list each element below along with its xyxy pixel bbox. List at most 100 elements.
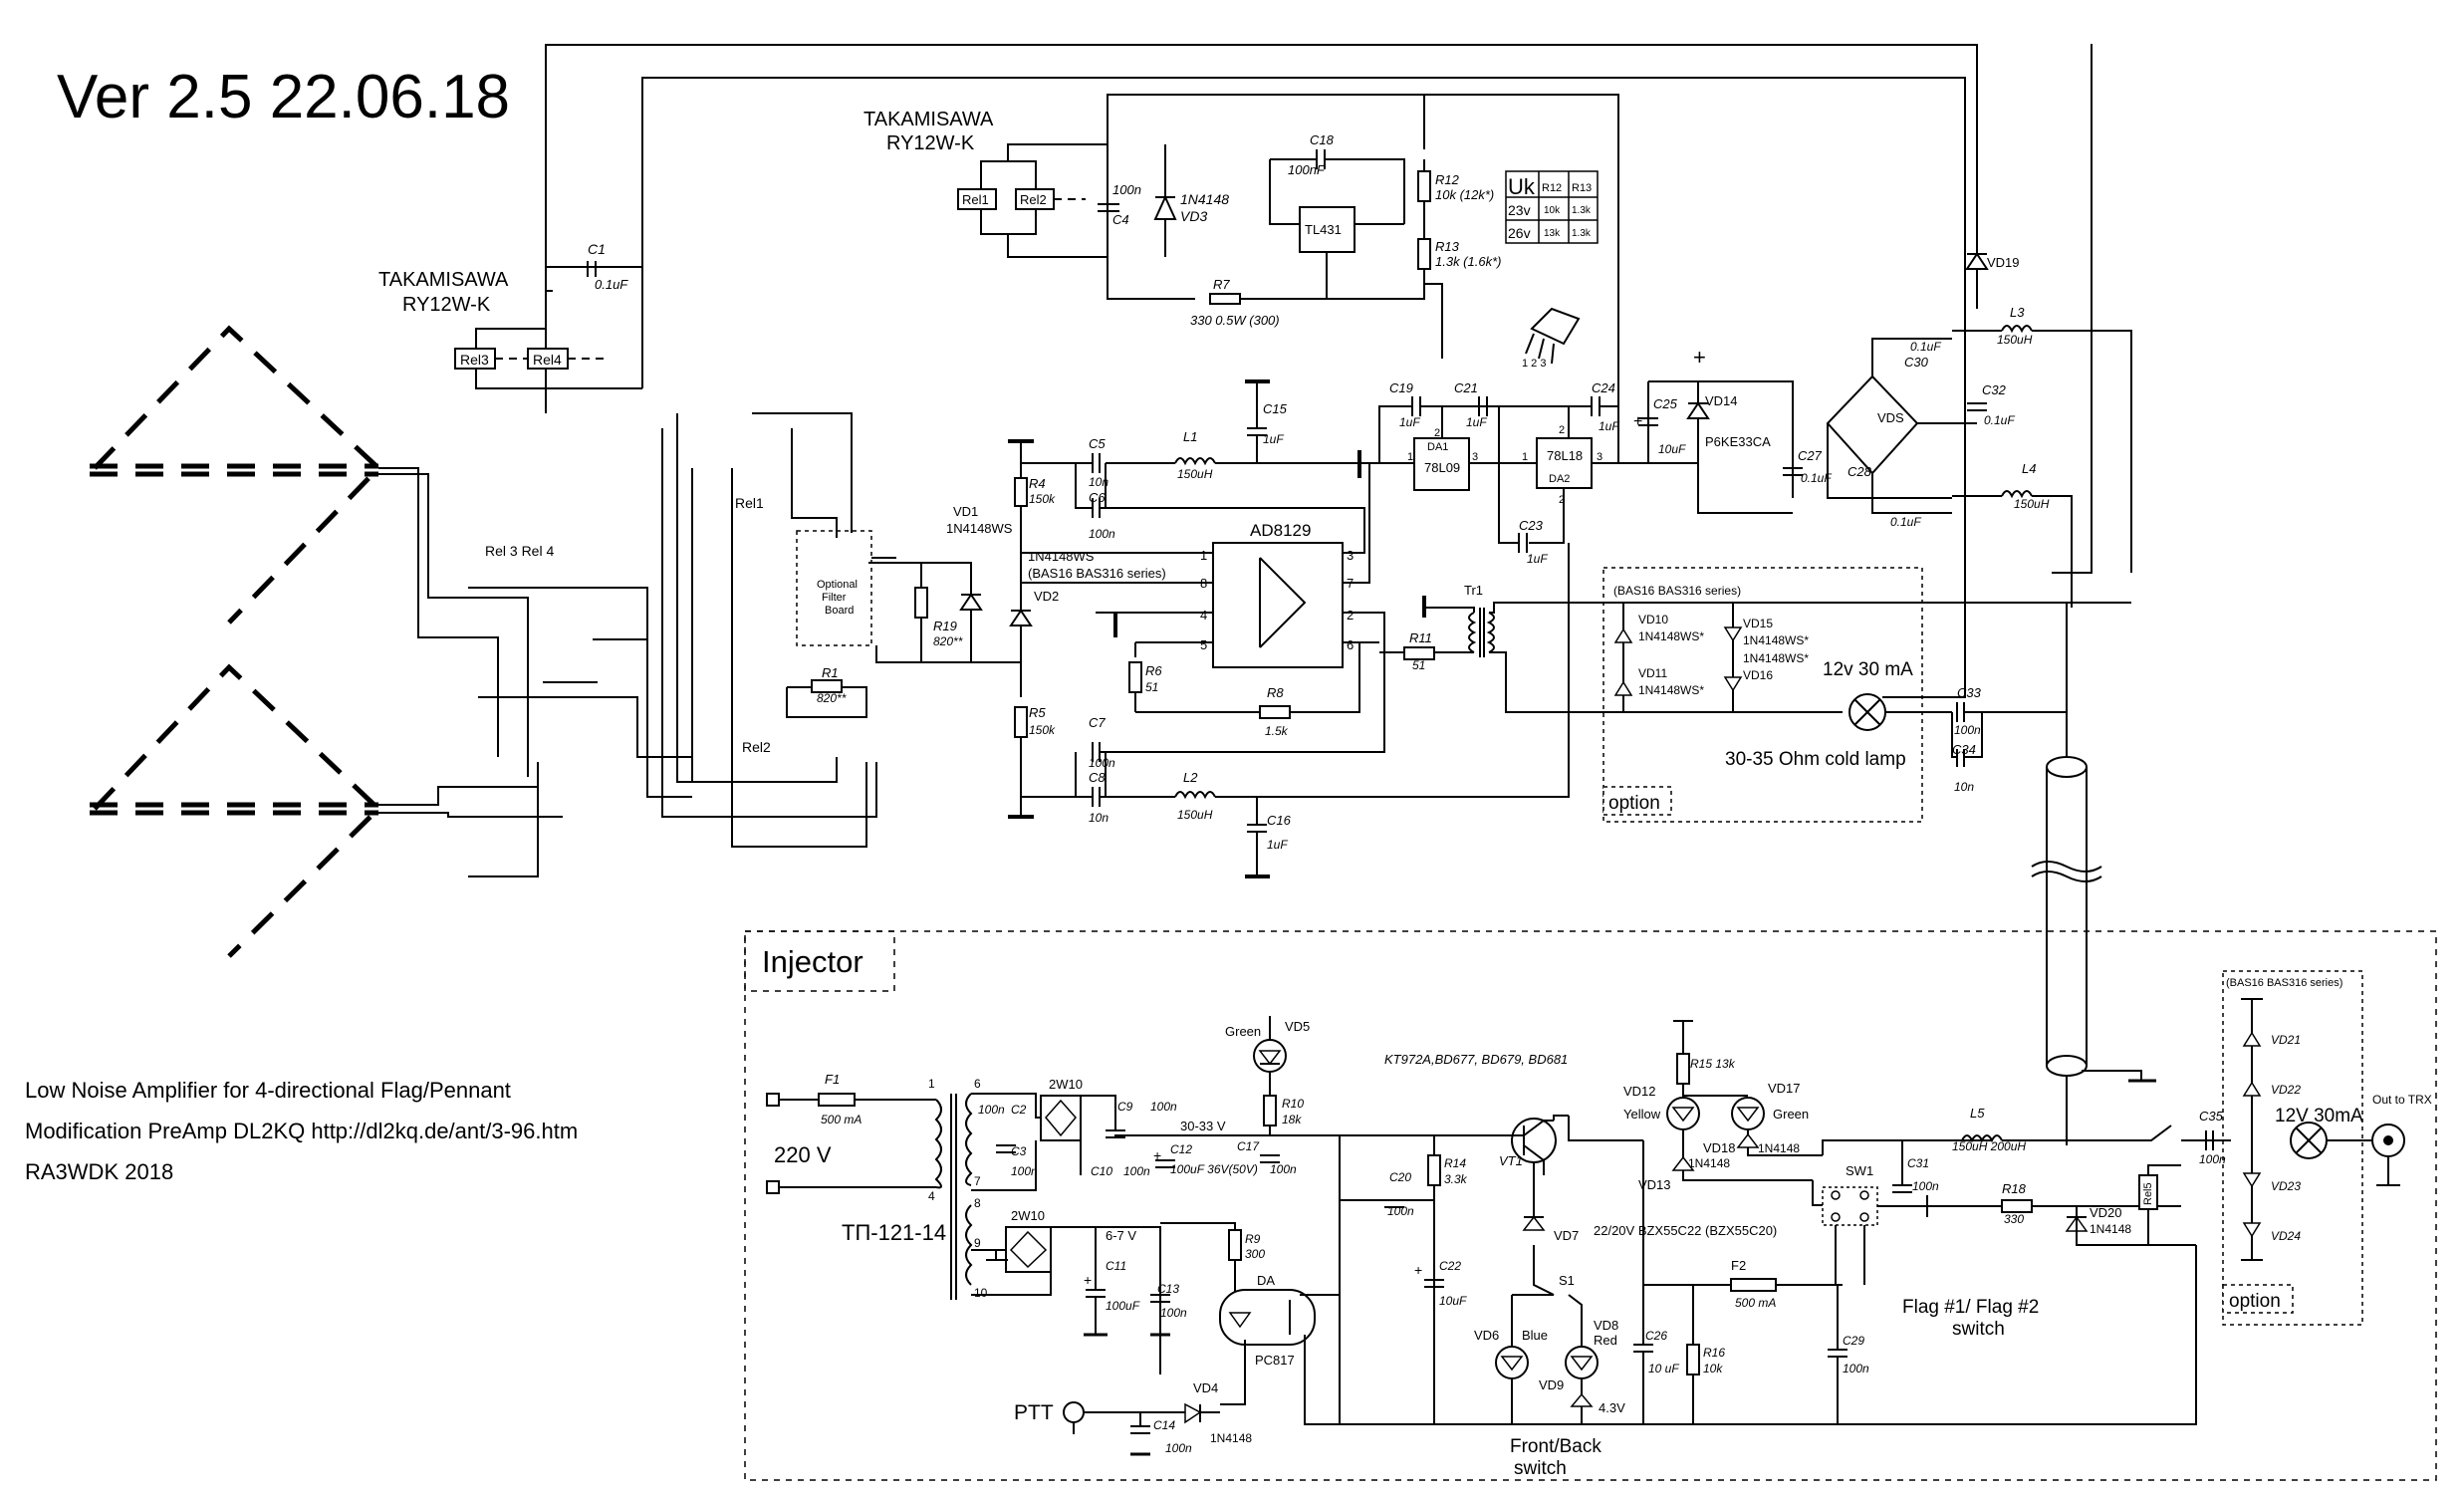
opamp-ad8129: AD8129 1 8 4 5 3 7 2 6 — [1021, 463, 1385, 753]
svg-text:9: 9 — [974, 1236, 981, 1250]
svg-text:2: 2 — [1559, 494, 1565, 506]
svg-text:22/20V BZX55C22 (BZX55C20): 22/20V BZX55C22 (BZX55C20) — [1594, 1223, 1777, 1238]
transformer-tr1: Tr1 — [1422, 583, 2131, 713]
svg-text:6: 6 — [974, 1077, 981, 1091]
svg-text:Optional: Optional — [817, 579, 858, 591]
svg-text:2W10: 2W10 — [1049, 1077, 1083, 1092]
svg-text:1N4148WS: 1N4148WS — [946, 521, 1013, 536]
svg-text:S1: S1 — [1559, 1273, 1575, 1288]
svg-text:1N4148WS*: 1N4148WS* — [1638, 683, 1704, 697]
svg-text:2: 2 — [1559, 424, 1565, 436]
svg-text:option: option — [2229, 1291, 2281, 1312]
svg-text:3: 3 — [1472, 451, 1478, 463]
svg-text:1: 1 — [1407, 451, 1413, 463]
svg-text:3: 3 — [1347, 548, 1354, 563]
description: Low Noise Amplifier for 4-directional Fl… — [25, 1078, 578, 1184]
svg-text:VD5: VD5 — [1285, 1019, 1310, 1034]
svg-text:VD4: VD4 — [1193, 1380, 1218, 1395]
svg-text:10k: 10k — [1703, 1362, 1723, 1375]
svg-text:Tr1: Tr1 — [1464, 583, 1483, 598]
uk-table-head-1: R12 — [1542, 182, 1562, 194]
svg-text:R13: R13 — [1435, 239, 1460, 254]
svg-text:1: 1 — [1200, 548, 1207, 563]
svg-text:100n: 100n — [1112, 182, 1141, 197]
capacitor-c21: C21 1uF — [1454, 380, 1500, 463]
resistor-r13: R13 1.3k (1.6k*) — [1417, 238, 1501, 270]
svg-text:6-7 V: 6-7 V — [1106, 1228, 1136, 1243]
svg-text:VD16: VD16 — [1743, 668, 1773, 682]
svg-text:C25: C25 — [1653, 396, 1678, 411]
antenna-bottom — [90, 663, 382, 958]
svg-text:100nF: 100nF — [1288, 162, 1326, 177]
svg-text:1.3k: 1.3k — [1572, 228, 1592, 239]
svg-text:100n: 100n — [978, 1103, 1005, 1117]
svg-text:100n: 100n — [1160, 1306, 1187, 1320]
svg-text:Green: Green — [1773, 1107, 1809, 1122]
svg-text:C5: C5 — [1089, 436, 1106, 451]
svg-text:100n: 100n — [1123, 1164, 1150, 1178]
regulator-tl431: TL431 — [1299, 206, 1404, 299]
svg-text:10uF: 10uF — [1439, 1294, 1467, 1308]
svg-text:C33: C33 — [1957, 685, 1982, 700]
svg-text:R14: R14 — [1444, 1156, 1466, 1170]
svg-text:VD21: VD21 — [2271, 1033, 2301, 1047]
relay-top-title: TAKAMISAWA — [863, 109, 994, 130]
capacitor-c1: C1 0.1uF — [587, 241, 628, 292]
svg-text:Yellow: Yellow — [1623, 1107, 1661, 1122]
svg-text:VD2: VD2 — [1034, 589, 1059, 604]
relay-left-title: TAKAMISAWA — [378, 269, 509, 291]
capacitor-c27: C27 0.1uF — [1783, 448, 1832, 485]
svg-text:10uF: 10uF — [1658, 442, 1686, 456]
svg-text:option: option — [1608, 793, 1660, 814]
svg-text:VD19: VD19 — [1987, 255, 2020, 270]
svg-text:+: + — [1414, 1262, 1422, 1278]
svg-text:1uF: 1uF — [1263, 432, 1284, 446]
svg-text:F1: F1 — [825, 1072, 840, 1087]
inductor-l3: L3 150uH — [1952, 305, 2132, 573]
svg-text:150uH: 150uH — [1177, 467, 1213, 481]
diode-vd19: VD19 — [1965, 252, 2020, 270]
svg-text:Board: Board — [825, 605, 854, 617]
svg-text:1N4148: 1N4148 — [2090, 1222, 2131, 1236]
version-title: Ver 2.5 22.06.18 — [57, 63, 510, 131]
svg-text:100n: 100n — [2199, 1152, 2226, 1166]
svg-text:C21: C21 — [1454, 380, 1478, 395]
svg-text:VD12: VD12 — [1623, 1084, 1656, 1099]
svg-text:100n: 100n — [1270, 1162, 1297, 1176]
svg-text:3.3k: 3.3k — [1444, 1172, 1468, 1186]
svg-text:C24: C24 — [1592, 380, 1615, 395]
svg-text:150uH 200uH: 150uH 200uH — [1952, 1139, 2026, 1153]
svg-text:0.1uF: 0.1uF — [1890, 515, 1921, 529]
svg-text:C15: C15 — [1263, 401, 1288, 416]
svg-text:VD24: VD24 — [2271, 1229, 2301, 1243]
svg-text:330: 330 — [2004, 1212, 2024, 1226]
svg-text:4.3V: 4.3V — [1599, 1400, 1625, 1415]
svg-text:R15 13k: R15 13k — [1690, 1057, 1736, 1071]
svg-text:VD18: VD18 — [1703, 1140, 1736, 1155]
svg-text:100uF: 100uF — [1106, 1299, 1140, 1313]
svg-text:150uH: 150uH — [1997, 333, 2033, 347]
svg-text:VD8: VD8 — [1594, 1318, 1618, 1333]
rel2-label: Rel2 — [1020, 192, 1047, 207]
svg-text:26v: 26v — [1508, 225, 1531, 241]
capacitor-c18: C18 100nF — [1269, 132, 1405, 225]
diode-vd2: 1N4148WS (BAS16 BAS316 series) VD2 — [1009, 549, 1166, 626]
rel4-label: Rel4 — [533, 352, 562, 368]
uk-table-head-0: Uk — [1508, 174, 1536, 199]
svg-text:100n: 100n — [1912, 1179, 1939, 1193]
capacitor-c32: C32 0.1uF — [1967, 382, 2015, 427]
option-box-upper: (BAS16 BAS316 series) VD10 1N4148WS* VD1… — [1602, 567, 1952, 823]
svg-text:R7: R7 — [1213, 277, 1230, 292]
svg-text:Blue: Blue — [1522, 1328, 1548, 1343]
svg-text:C10: C10 — [1091, 1164, 1112, 1178]
uk-table: Uk R12 R13 23v 10k 1.3k 26v 13k 1.3k — [1505, 170, 1599, 244]
svg-text:51: 51 — [1412, 658, 1425, 672]
svg-text:2: 2 — [1347, 608, 1354, 623]
uk-table-head-2: R13 — [1572, 182, 1592, 194]
svg-text:Filter: Filter — [822, 592, 847, 604]
svg-text:820**: 820** — [817, 691, 847, 705]
svg-text:+: + — [1084, 1272, 1092, 1288]
svg-text:1uF: 1uF — [1599, 419, 1619, 433]
svg-text:DA1: DA1 — [1427, 441, 1448, 453]
resistor-r19: R19 820** — [914, 563, 1021, 663]
